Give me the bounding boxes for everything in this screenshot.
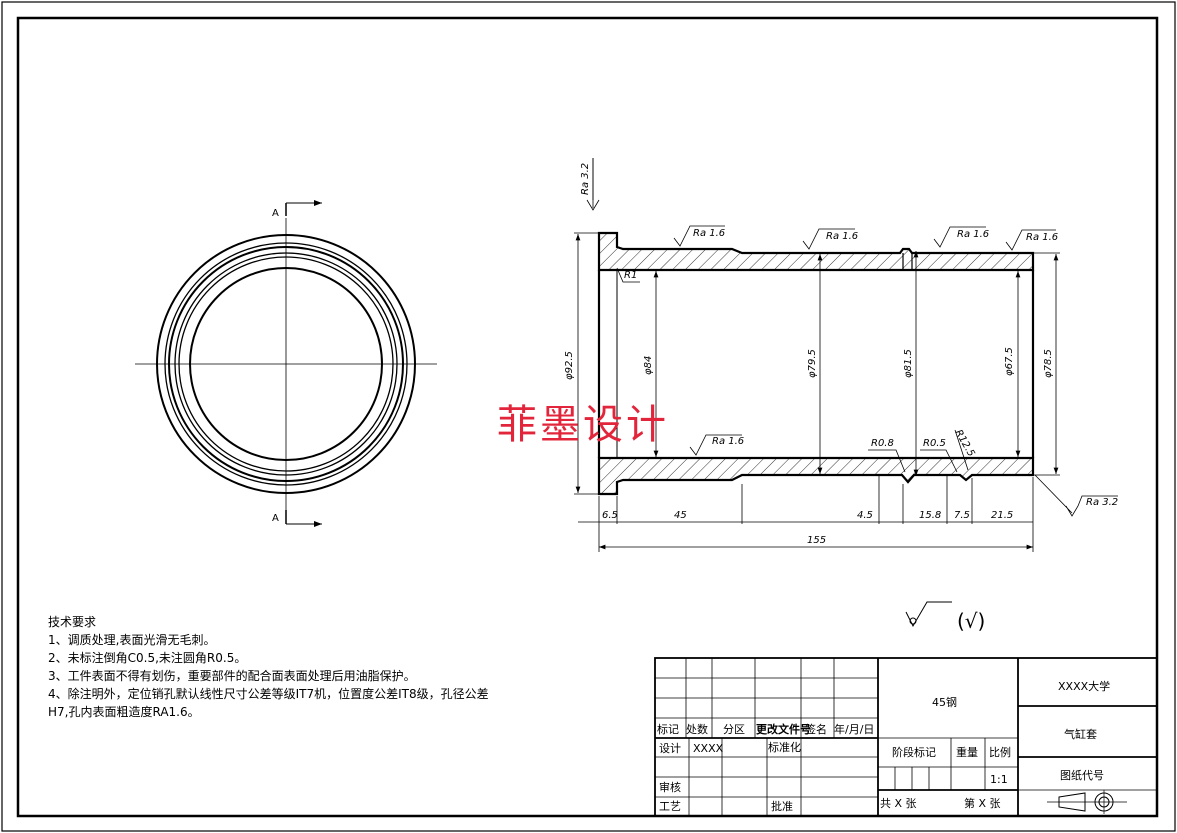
dim-d925: φ92.5 (564, 351, 575, 380)
tech-line-5: H7,孔内表面粗造度RA1.6。 (48, 704, 200, 719)
dim-d675: φ67.5 (1004, 347, 1015, 376)
tech-line-3: 3、工件表面不得有划伤，重要部件的配合面表面处理后用油脂保护。 (48, 668, 416, 683)
dim-l215: 21.5 (991, 510, 1013, 521)
roughness-ra16-e: Ra 1.6 (689, 434, 744, 456)
tb-designer: XXXX (693, 742, 724, 755)
technical-requirements: 技术要求 1、调质处理,表面光滑无毛刺。 2、未标注倒角C0.5,未注圆角R0.… (48, 615, 489, 719)
section-label-top: A (272, 208, 279, 219)
tech-title: 技术要求 (48, 615, 96, 629)
tb-scale: 1:1 (990, 773, 1008, 786)
radius-r125: R12.5 (952, 428, 976, 459)
dim-d815: φ81.5 (903, 349, 914, 378)
dim-d785: φ78.5 (1043, 349, 1054, 378)
tb-scale-label: 比例 (989, 745, 1011, 759)
projection-symbol-icon (1047, 790, 1127, 814)
dim-d84: φ84 (643, 356, 654, 375)
dim-l65: 6.5 (602, 510, 618, 521)
roughness-ra16-a: Ra 1.6 (673, 225, 725, 247)
dim-l75: 7.5 (954, 510, 970, 521)
dim-l45: 45 (674, 510, 687, 521)
radius-r08: R0.8 (871, 438, 894, 449)
svg-text:(√): (√) (957, 609, 985, 633)
svg-text:Ra 1.6: Ra 1.6 (957, 229, 989, 240)
top-wall-section (597, 231, 1035, 272)
svg-text:Ra 1.6: Ra 1.6 (826, 231, 858, 242)
tb-mark: 标记 (657, 722, 679, 736)
section-label-bottom: A (272, 513, 279, 524)
inner-frame (16, 16, 1159, 818)
tb-standardize: 标准化 (768, 740, 801, 754)
tech-line-2: 2、未标注倒角C0.5,未注圆角R0.5。 (48, 650, 246, 665)
tb-count: 处数 (686, 723, 708, 736)
tb-material: 45钢 (932, 696, 957, 709)
svg-text:Ra 1.6: Ra 1.6 (1026, 232, 1058, 243)
tb-weight: 重量 (956, 745, 978, 759)
dim-d795: φ79.5 (807, 349, 818, 378)
general-roughness-symbol: (√) (905, 601, 985, 633)
bottom-wall-section (597, 456, 1035, 496)
radius-r05: R0.5 (923, 438, 946, 449)
roughness-ra32-right: Ra 3.2 (1034, 474, 1118, 517)
tb-drawing-code: 图纸代号 (1060, 769, 1104, 782)
end-view: A A (135, 200, 437, 527)
radius-r1: R1 (624, 270, 637, 281)
tb-approve: 批准 (771, 799, 793, 813)
dim-l45b: 4.5 (857, 510, 873, 521)
roughness-ra16-c: Ra 1.6 (933, 226, 989, 248)
roughness-ra16-b: Ra 1.6 (802, 228, 858, 250)
tb-sign: 签名 (805, 722, 827, 736)
tb-process: 工艺 (659, 800, 681, 813)
title-block (654, 657, 1158, 817)
section-view: φ92.5 φ84 φ79.5 φ81.5 φ67.5 φ78.5 6.5 45… (564, 158, 1118, 552)
tb-stage-mark: 阶段标记 (892, 745, 936, 759)
roughness-ra16-d: Ra 1.6 (1005, 229, 1058, 251)
title-block-text: 标记 处数 分区 更改文件号 签名 年/月/日 设计 XXXX 标准化 审核 工… (657, 679, 1110, 813)
tb-date: 年/月/日 (834, 722, 874, 736)
tb-design: 设计 (659, 742, 681, 755)
dim-l158: 15.8 (919, 510, 941, 521)
tb-zone: 分区 (723, 723, 745, 736)
tb-sheets-total: 共 X 张 (880, 797, 917, 810)
tb-change-doc: 更改文件号 (756, 722, 811, 736)
roughness-ra32-top: Ra 3.2 (580, 158, 600, 211)
tech-line-4: 4、除注明外，定位销孔默认线性尺寸公差等级IT7机，位置度公差IT8级，孔径公差 (48, 686, 489, 701)
svg-text:Ra 3.2: Ra 3.2 (1086, 497, 1118, 508)
tb-sheet-no: 第 X 张 (964, 796, 1001, 810)
tb-part-name: 气缸套 (1064, 727, 1097, 741)
svg-text:Ra 1.6: Ra 1.6 (712, 436, 744, 447)
tb-university: XXXX大学 (1058, 679, 1110, 693)
watermark: 菲墨设计 (497, 402, 669, 448)
dim-l155: 155 (807, 535, 826, 546)
tb-review: 审核 (659, 780, 681, 794)
svg-text:Ra 3.2: Ra 3.2 (580, 163, 591, 195)
svg-text:Ra 1.6: Ra 1.6 (693, 228, 725, 239)
tech-line-1: 1、调质处理,表面光滑无毛刺。 (48, 633, 215, 647)
